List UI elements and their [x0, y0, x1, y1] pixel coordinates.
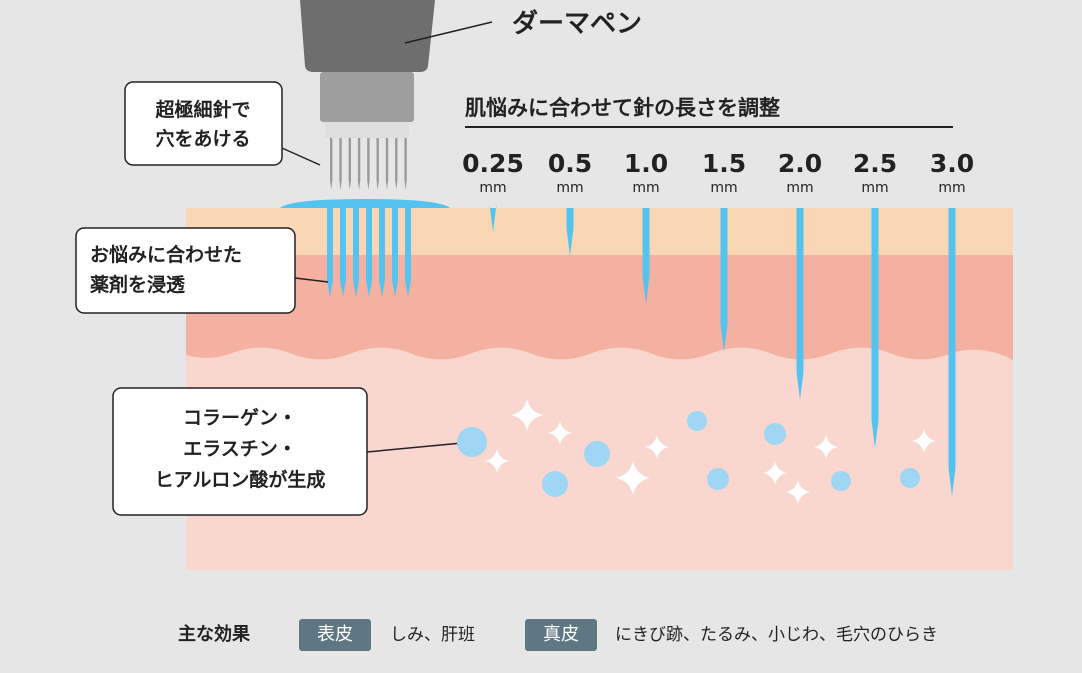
callout-serum-leader — [294, 277, 329, 283]
needle-length-unit: mm — [632, 180, 659, 196]
pen-needle-holder — [325, 122, 409, 138]
callout-serum-line1: お悩みに合わせた — [90, 243, 242, 266]
needle-length-2.0 — [796, 208, 804, 400]
needle-length-value: 0.5 — [548, 149, 592, 178]
epidermis-layer — [186, 208, 1013, 255]
inserted-needle — [392, 205, 398, 297]
needle-length-value: 1.5 — [702, 149, 746, 178]
sparkle-icon — [548, 421, 572, 445]
collagen-bubble — [542, 471, 568, 497]
needle-length-unit: mm — [710, 180, 737, 196]
needle-length-unit: mm — [556, 180, 583, 196]
callout-collagen — [112, 387, 368, 516]
callout-collagen-line2: エラスチン・ — [183, 438, 297, 460]
callout-collagen-leader — [366, 442, 463, 453]
inserted-needles — [327, 205, 411, 297]
callout-needle-line1: 超極細針で — [154, 98, 250, 121]
sparkle-icon — [763, 461, 787, 485]
collagen-bubble — [831, 471, 851, 491]
inserted-needle — [379, 205, 385, 297]
inserted-needle — [340, 205, 346, 297]
sparkle-icon — [912, 429, 936, 453]
needle-length-1.0 — [642, 208, 650, 304]
pen-needle — [404, 138, 407, 190]
pen-needle — [357, 138, 361, 190]
needle-length-value: 2.5 — [853, 149, 897, 178]
sparkles — [485, 399, 936, 504]
needle-length-value: 2.0 — [778, 149, 822, 178]
collagen-bubble — [457, 427, 487, 457]
adjust-title: 肌悩みに合わせて針の長さを調整 — [465, 96, 780, 120]
collagen-bubble — [584, 441, 610, 467]
collagen-bubble — [900, 468, 920, 488]
pen-tip — [320, 72, 414, 122]
needle-length-0.25 — [489, 204, 497, 232]
callout-serum — [75, 227, 296, 314]
pen-leader-line — [404, 21, 493, 44]
callout-collagen-line1: コラーゲン・ — [183, 407, 297, 429]
sparkle-icon — [814, 435, 838, 459]
sparkle-icon — [645, 435, 669, 459]
sparkle-icon — [616, 461, 650, 495]
pen-needle — [367, 138, 370, 190]
needle-length-value: 0.25 — [462, 149, 524, 178]
needle-length-3.0 — [948, 208, 956, 496]
callout-needle-leader — [281, 147, 321, 166]
callout-needle — [124, 81, 283, 166]
serum-pool — [280, 199, 450, 208]
needle-length-unit: mm — [938, 180, 965, 196]
pen-needle — [339, 138, 342, 190]
epidermis-effects: しみ、肝班 — [390, 625, 475, 645]
inserted-needle — [353, 205, 359, 297]
needle-length-1.5 — [720, 208, 728, 352]
dermis-effects: にきび跡、たるみ、小じわ、毛穴のひらき — [615, 625, 938, 645]
pen-needle — [330, 138, 333, 190]
needle-length-value: 1.0 — [624, 149, 668, 178]
needle-length-unit: mm — [861, 180, 888, 196]
needle-length-unit: mm — [786, 180, 813, 196]
sparkle-icon — [786, 480, 810, 504]
sparkle-icon — [485, 449, 509, 473]
collagen-bubbles — [457, 411, 920, 497]
pen-needle — [385, 138, 389, 190]
collagen-bubble — [707, 468, 729, 490]
epidermis-tag: 表皮 — [299, 619, 371, 651]
needle-length-value: 3.0 — [930, 149, 974, 178]
pen-needle — [395, 138, 398, 190]
legend-title: 主な効果 — [178, 624, 250, 645]
length-needles: 0.25 mm 0.5 mm 1.0 mm 1.5 mm 2.0 mm 2.5 mm 3.0 mm — [462, 149, 974, 496]
effects-legend: 主な効果 表皮 しみ、肝班 真皮 にきび跡、たるみ、小じわ、毛穴のひらき — [0, 617, 1082, 653]
callout-serum-line2: 薬剤を浸透 — [89, 273, 186, 296]
needle-length-0.5 — [566, 208, 574, 256]
inserted-needle — [405, 205, 411, 297]
sparkle-icon — [511, 399, 543, 431]
pen-needle — [376, 138, 379, 190]
pen-needles — [330, 138, 407, 190]
callout-collagen-line3: ヒアルロン酸が生成 — [155, 468, 326, 491]
inserted-needle — [327, 205, 333, 297]
pen-body — [300, 0, 435, 72]
needle-length-unit: mm — [479, 180, 506, 196]
collagen-bubble — [687, 411, 707, 431]
dermis-tag: 真皮 — [525, 619, 597, 651]
collagen-bubble — [764, 423, 786, 445]
pen-needle — [348, 138, 351, 190]
needle-length-2.5 — [871, 208, 879, 448]
dermis-layer — [186, 255, 1013, 360]
callout-needle-line2: 穴をあける — [155, 127, 250, 150]
pen-label: ダーマペン — [512, 8, 642, 39]
inserted-needle — [366, 205, 372, 297]
